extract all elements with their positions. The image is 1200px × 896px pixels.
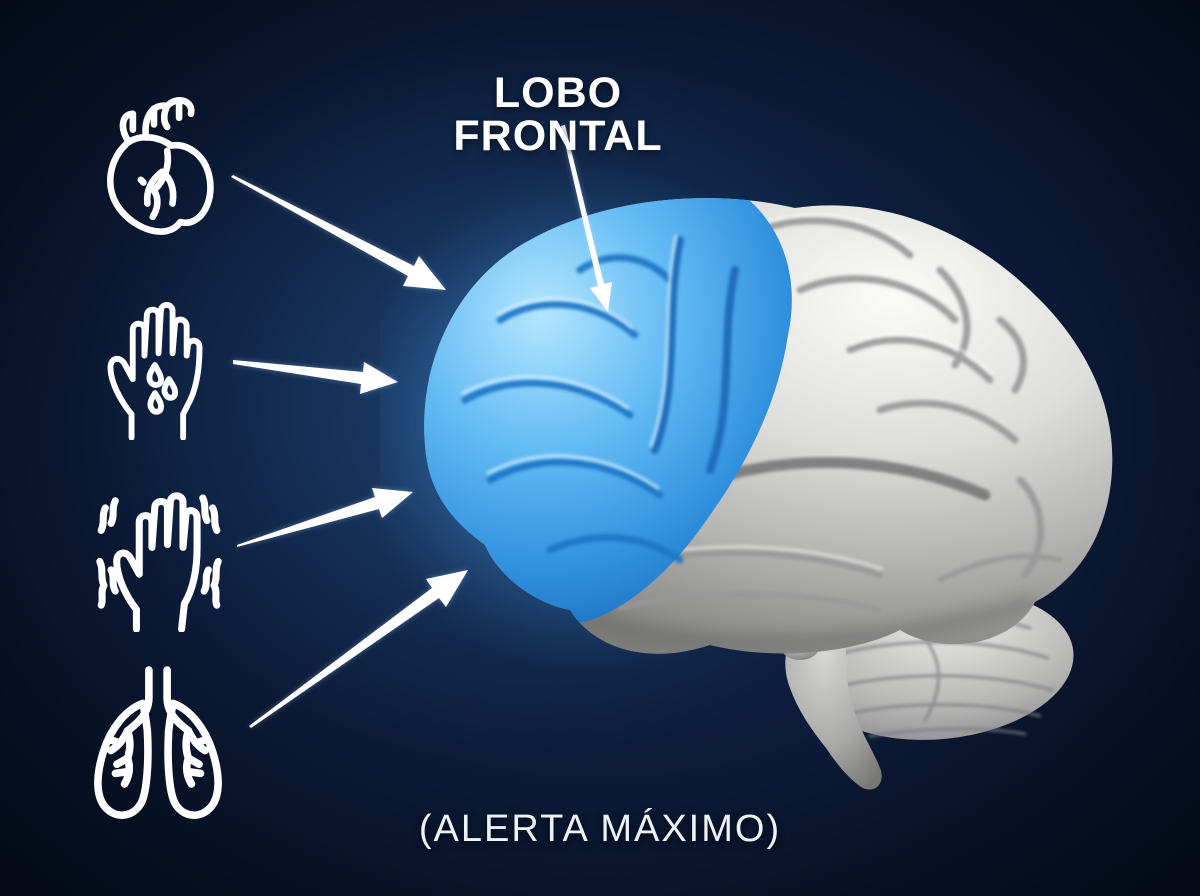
brain-illustration [380,165,1113,790]
label-arrow [561,125,612,312]
trembling-hand-icon [88,474,230,632]
lungs-icon [82,662,234,830]
max-alert-caption: (ALERTA MÁXIMO) [418,808,782,850]
sweat-arrow [233,360,398,394]
lungs-arrow [249,570,468,728]
anatomical-heart-icon [88,82,220,246]
sweating-hand-icon [96,290,214,440]
heart-arrow [231,175,446,290]
cerebrum-gyri [567,213,1063,650]
tremble-arrow [237,488,413,547]
frontal-lobe-label: LOBO FRONTAL [453,69,663,160]
